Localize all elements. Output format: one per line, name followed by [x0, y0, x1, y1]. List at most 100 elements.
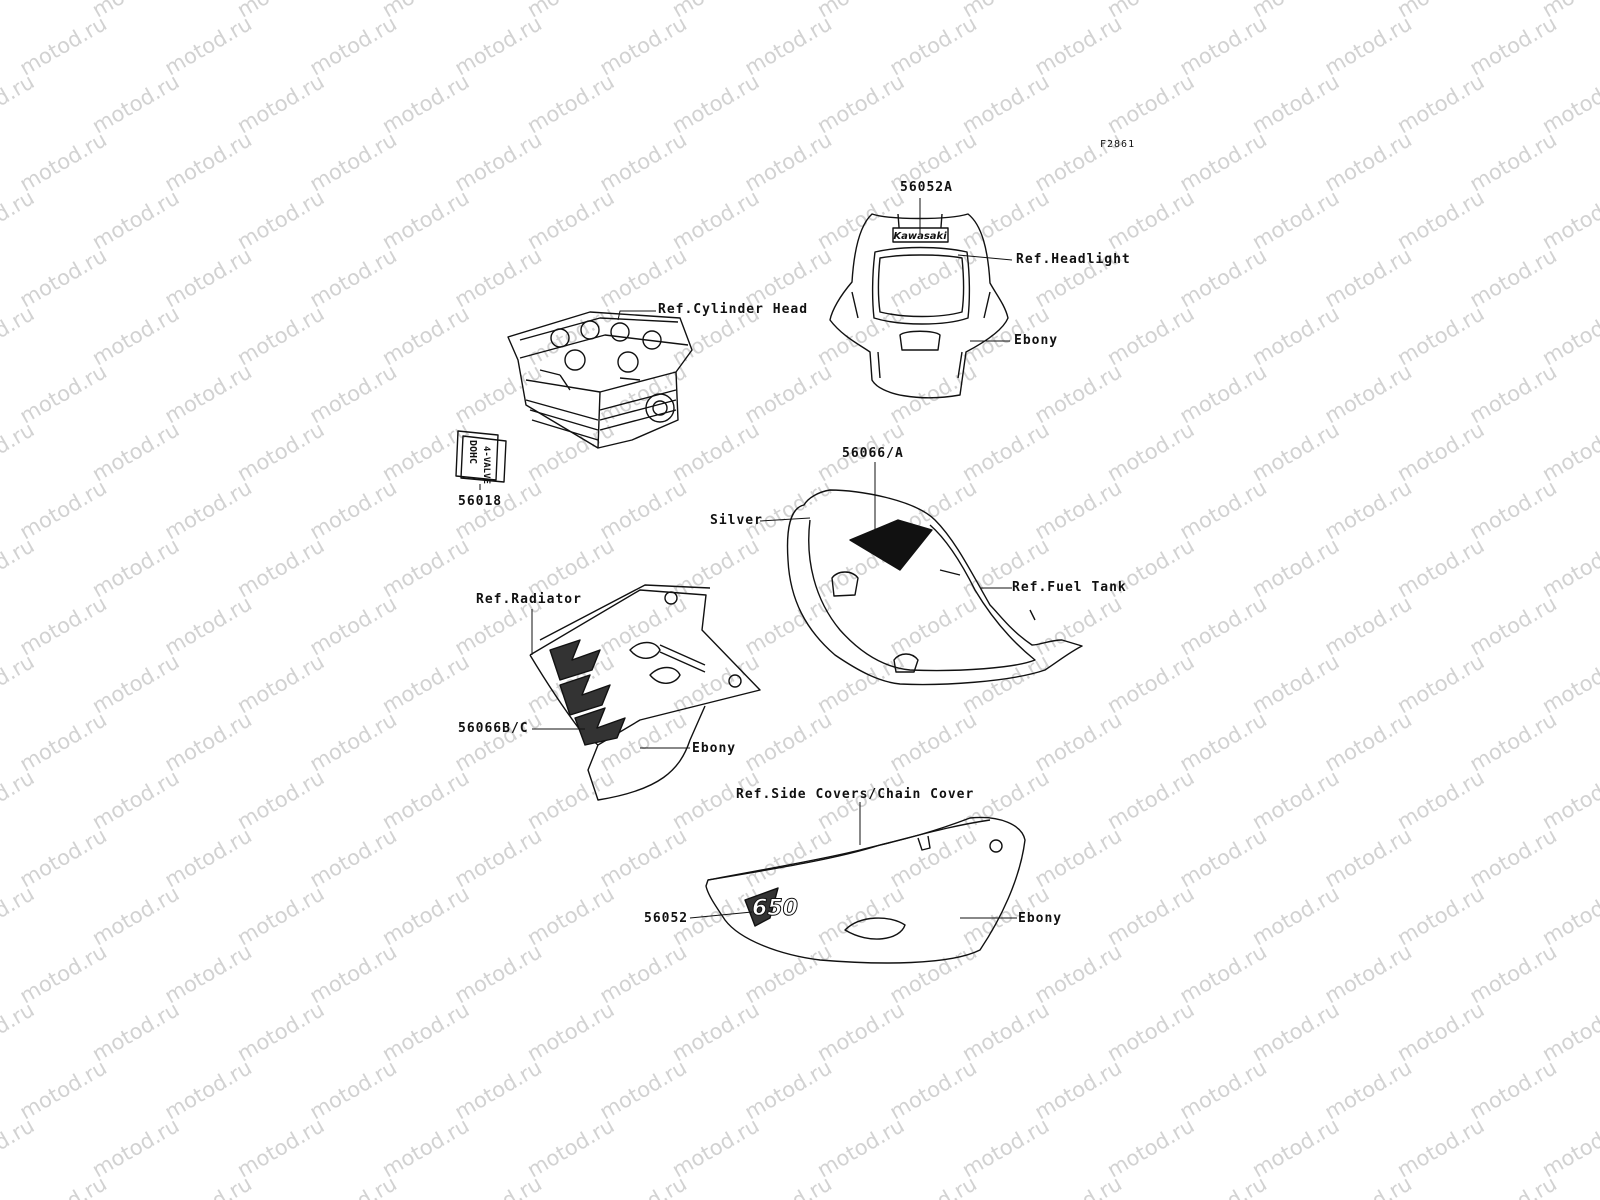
watermark-text: motod.ru — [1176, 1055, 1271, 1124]
watermark-text: motod.ru — [1321, 1055, 1416, 1124]
watermark-text: motod.ru — [161, 707, 256, 776]
watermark-text: motod.ru — [306, 359, 401, 428]
callout-56052: 56052 — [644, 911, 689, 926]
headlight-cowl-drawing: Kawasaki — [829, 213, 1009, 399]
watermark-text: motod.ru — [1393, 881, 1488, 950]
callout-56066a: 56066/A — [842, 446, 904, 461]
watermark-text: motod.ru — [1176, 243, 1271, 312]
watermark-text: motod.ru — [1103, 185, 1198, 254]
watermark-text: motod.ru — [1176, 707, 1271, 776]
watermark-text: motod.ru — [161, 591, 256, 660]
watermark-text: motod.ru — [1393, 185, 1488, 254]
watermark-text: motod.ru — [1466, 823, 1561, 892]
callout-ref-fuel-tank: Ref.Fuel Tank — [1012, 580, 1127, 595]
watermark-text: motod.ru — [451, 475, 546, 544]
watermark-text: motod.ru — [378, 301, 473, 370]
callout-ref-radiator: Ref.Radiator — [476, 592, 582, 607]
watermark-text: motod.ru — [1393, 649, 1488, 718]
watermark-text: motod.ru — [1103, 69, 1198, 138]
watermark-text: motod.ru — [1248, 765, 1343, 834]
callout-ref-headlight: Ref.Headlight — [1016, 252, 1131, 267]
watermark-text: motod.ru — [306, 243, 401, 312]
watermark-text: motod.ru — [1176, 939, 1271, 1008]
watermark-text: motod.ru — [0, 649, 38, 718]
watermark-text: motod.ru — [88, 1113, 183, 1182]
watermark-text: motod.ru — [451, 127, 546, 196]
watermark-text: motod.ru — [88, 69, 183, 138]
watermark-text: motod.ru — [1321, 359, 1416, 428]
watermark-text: motod.ru — [1176, 1171, 1271, 1200]
watermark-text: motod.ru — [813, 997, 908, 1066]
watermark-text: motod.ru — [886, 939, 981, 1008]
watermark-text: motod.ru — [741, 11, 836, 80]
callout-ref-cylinder-head: Ref.Cylinder Head — [658, 302, 809, 317]
watermark-text: motod.ru — [1103, 417, 1198, 486]
watermark-text: motod.ru — [1466, 939, 1561, 1008]
watermark-text: motod.ru — [306, 475, 401, 544]
watermark-text: motod.ru — [378, 69, 473, 138]
watermark-text: motod.ru — [306, 11, 401, 80]
watermark-text: motod.ru — [0, 997, 38, 1066]
watermark-text: motod.ru — [1466, 591, 1561, 660]
watermark-text: motod.ru — [1031, 939, 1126, 1008]
watermark-text: motod.ru — [1248, 649, 1343, 718]
watermark-text: motod.ru — [813, 69, 908, 138]
watermark-text: motod.ru — [88, 997, 183, 1066]
watermark-text: motod.ru — [0, 0, 38, 22]
watermark-text: motod.ru — [1321, 591, 1416, 660]
watermark-text: motod.ru — [1466, 1055, 1561, 1124]
watermark-text: motod.ru — [451, 11, 546, 80]
watermark-text: motod.ru — [958, 649, 1053, 718]
callout-radiator-ebony: Ebony — [692, 741, 737, 756]
watermark-text: motod.ru — [523, 765, 618, 834]
watermark-text: motod.ru — [1321, 243, 1416, 312]
model-decal-text: 650 — [752, 896, 798, 921]
watermark-text: motod.ru — [813, 1113, 908, 1182]
watermark-text: motod.ru — [1393, 533, 1488, 602]
watermark-text: motod.ru — [886, 591, 981, 660]
callout-headlight-ebony: Ebony — [1014, 333, 1059, 348]
watermark-text: motod.ru — [668, 997, 763, 1066]
watermark-text: motod.ru — [596, 1171, 691, 1200]
callout-silver: Silver — [710, 513, 763, 528]
watermark-text: motod.ru — [233, 301, 328, 370]
watermark-text: motod.ru — [668, 649, 763, 718]
watermark-text: motod.ru — [16, 243, 111, 312]
watermark-text: motod.ru — [233, 997, 328, 1066]
callout-56066bc: 56066B/C — [458, 721, 529, 736]
watermark-text: motod.ru — [523, 1113, 618, 1182]
watermark-text: motod.ru — [451, 1171, 546, 1200]
watermark-text: motod.ru — [88, 881, 183, 950]
watermark-text: motod.ru — [16, 359, 111, 428]
watermark-text: motod.ru — [451, 823, 546, 892]
watermark-text: motod.ru — [16, 1171, 111, 1200]
watermark-text: motod.ru — [0, 69, 38, 138]
watermark-text: motod.ru — [1103, 997, 1198, 1066]
watermark-text: motod.ru — [886, 359, 981, 428]
watermark-text: motod.ru — [0, 417, 38, 486]
watermark-text: motod.ru — [306, 1171, 401, 1200]
watermark-text: motod.ru — [161, 939, 256, 1008]
watermark-text: motod.ru — [596, 939, 691, 1008]
watermark-text: motod.ru — [0, 1113, 38, 1182]
cylinder-head-drawing — [507, 311, 693, 449]
watermark-text: motod.ru — [1031, 11, 1126, 80]
watermark-text: motod.ru — [886, 707, 981, 776]
watermark-text: motod.ru — [233, 69, 328, 138]
watermark-text: motod.ru — [596, 1055, 691, 1124]
watermark-text: motod.ru — [1393, 417, 1488, 486]
watermark-text: motod.ru — [668, 185, 763, 254]
watermark-text: motod.ru — [16, 939, 111, 1008]
watermark-text: motod.ru — [16, 823, 111, 892]
watermark-text: motod.ru — [813, 185, 908, 254]
watermark-text: motod.ru — [741, 707, 836, 776]
figure-code: F2861 — [1100, 139, 1136, 150]
watermark-text: motod.ru — [596, 475, 691, 544]
watermark-text: motod.ru — [233, 417, 328, 486]
watermark-text: motod.ru — [1466, 475, 1561, 544]
watermark-text: motod.ru — [1393, 765, 1488, 834]
watermark-text: motod.ru — [958, 997, 1053, 1066]
watermark-text: motod.ru — [1321, 475, 1416, 544]
